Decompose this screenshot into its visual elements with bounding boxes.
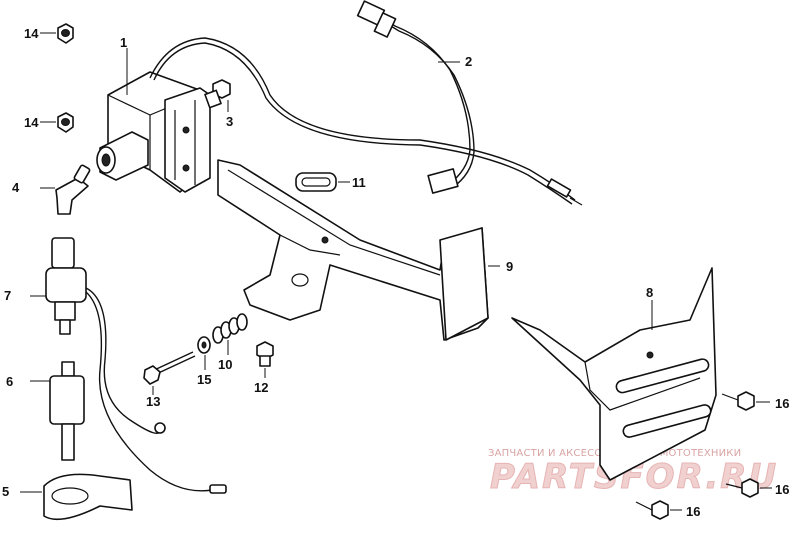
bolt-part-16-b [725,478,772,498]
callout-16-lower: 16 [686,504,700,519]
bracket-part-9 [217,159,500,341]
ignition-coil-part-1 [96,48,211,193]
sleeve-part-6 [30,361,85,461]
bolt-part-13 [143,351,196,395]
callout-16-upper: 16 [775,396,789,411]
callout-16-middle: 16 [775,482,789,497]
sensor-part-7 [30,237,227,494]
callout-3: 3 [226,114,233,129]
callout-13: 13 [146,394,160,409]
callout-10: 10 [218,357,232,372]
spring-part-10 [212,313,248,355]
clamp-part-5 [20,473,133,521]
callout-14-lower: 14 [24,115,39,130]
coil-lead-cable [149,37,583,206]
nut-part-14-upper [57,23,74,44]
callout-6: 6 [6,374,13,389]
callout-8: 8 [646,285,653,300]
bolt-part-16-c [635,500,682,520]
washer-part-15 [197,336,211,370]
wire-part-2 [356,0,475,194]
callout-7: 7 [4,288,11,303]
bolt-part-12 [256,341,274,378]
callout-14-upper: 14 [24,26,39,41]
callout-1: 1 [120,35,127,50]
callout-15: 15 [197,372,211,387]
callout-5: 5 [2,484,9,499]
nut-part-14-lower [57,112,74,133]
callout-2: 2 [465,54,472,69]
connector-part-4 [40,164,91,215]
grommet-part-11 [295,172,350,192]
callout-4: 4 [12,180,20,195]
callout-11: 11 [352,175,366,190]
plate-part-8 [511,267,717,481]
callout-12: 12 [254,380,268,395]
bolt-part-3 [204,79,231,112]
bolt-part-16-a [721,391,770,411]
callout-9: 9 [506,259,513,274]
